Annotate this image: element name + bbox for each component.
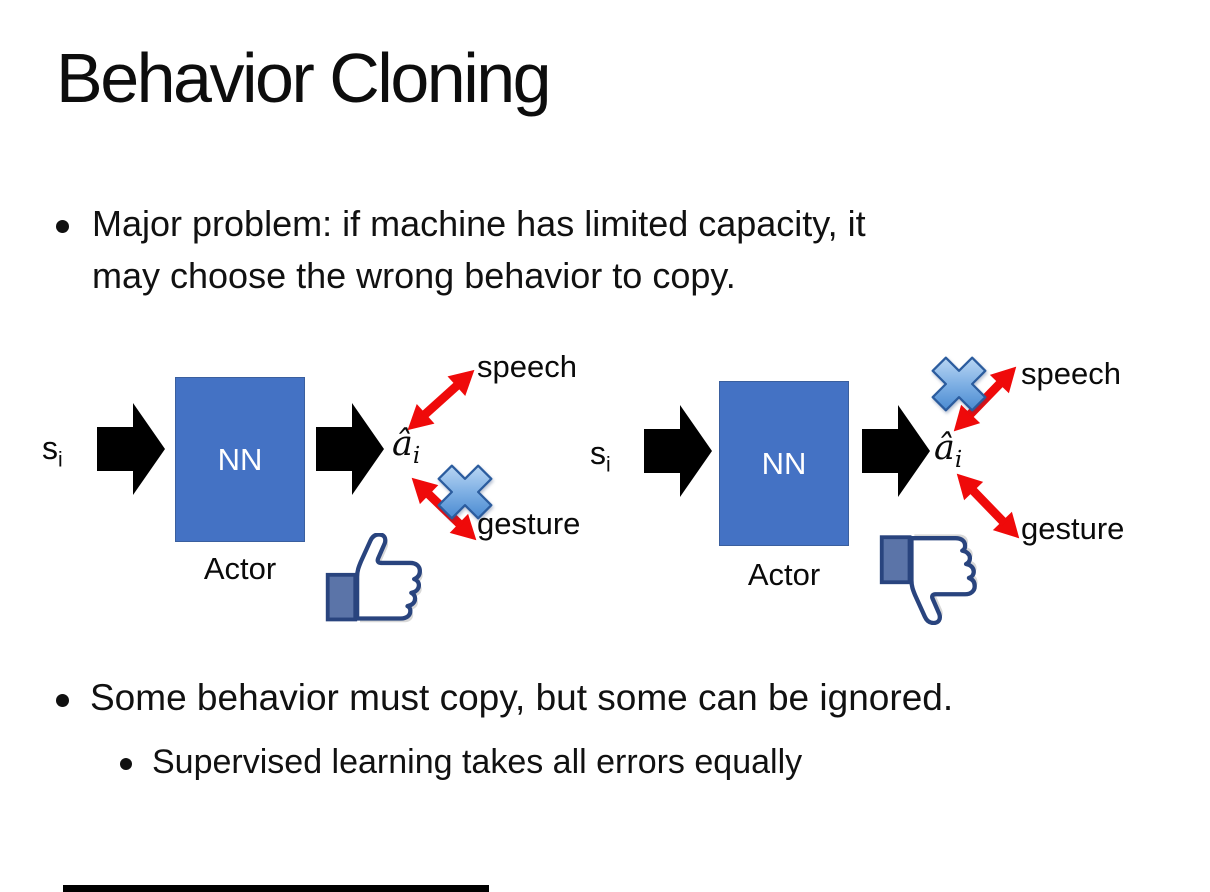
bullet-dot bbox=[56, 220, 69, 233]
thumbs-down-icon bbox=[879, 534, 978, 625]
action-label-left: âi bbox=[392, 424, 421, 469]
block-arrow-icon bbox=[316, 403, 384, 495]
double-arrow-speech-icon bbox=[407, 369, 475, 431]
state-label-right: si bbox=[590, 435, 611, 477]
bullet-line-2: may choose the wrong behavior to copy. bbox=[92, 255, 736, 296]
bullet-some-behavior: Some behavior must copy, but some can be… bbox=[56, 672, 953, 724]
page-title: Behavior Cloning bbox=[56, 39, 552, 117]
double-arrow-gesture-icon bbox=[956, 473, 1020, 539]
speech-label-left: speech bbox=[477, 349, 577, 384]
bullet-supervised-learning-text: Supervised learning takes all errors equ… bbox=[152, 743, 803, 781]
nn-label: NN bbox=[217, 441, 263, 477]
bullet-supervised-learning: Supervised learning takes all errors equ… bbox=[120, 738, 802, 786]
nn-label: NN bbox=[761, 445, 807, 481]
block-arrow-icon bbox=[862, 405, 930, 497]
bullet-line-1: Major problem: if machine has limited ca… bbox=[92, 203, 866, 244]
gesture-label-right: gesture bbox=[1021, 511, 1125, 546]
bullet-major-problem-text: Major problem: if machine has limited ca… bbox=[92, 198, 866, 302]
thumbs-up-icon bbox=[325, 533, 423, 623]
actor-label-right: Actor bbox=[747, 557, 821, 592]
actor-label-left: Actor bbox=[203, 551, 277, 586]
bullet-major-problem: Major problem: if machine has limited ca… bbox=[56, 198, 866, 302]
cross-out-icon bbox=[437, 464, 493, 520]
cross-out-icon bbox=[931, 356, 987, 412]
bottom-bar bbox=[63, 885, 489, 892]
state-label-left: si bbox=[42, 430, 63, 472]
nn-box-left: NN bbox=[175, 377, 305, 542]
bullet-dot bbox=[120, 758, 132, 770]
gesture-label-left: gesture bbox=[477, 506, 581, 541]
bullet-some-behavior-text: Some behavior must copy, but some can be… bbox=[90, 677, 954, 718]
speech-label-right: speech bbox=[1021, 356, 1121, 391]
nn-box-right: NN bbox=[719, 381, 849, 546]
action-label-right: âi bbox=[934, 428, 963, 473]
bullet-dot bbox=[56, 694, 69, 707]
block-arrow-icon bbox=[97, 403, 165, 495]
block-arrow-icon bbox=[644, 405, 712, 497]
